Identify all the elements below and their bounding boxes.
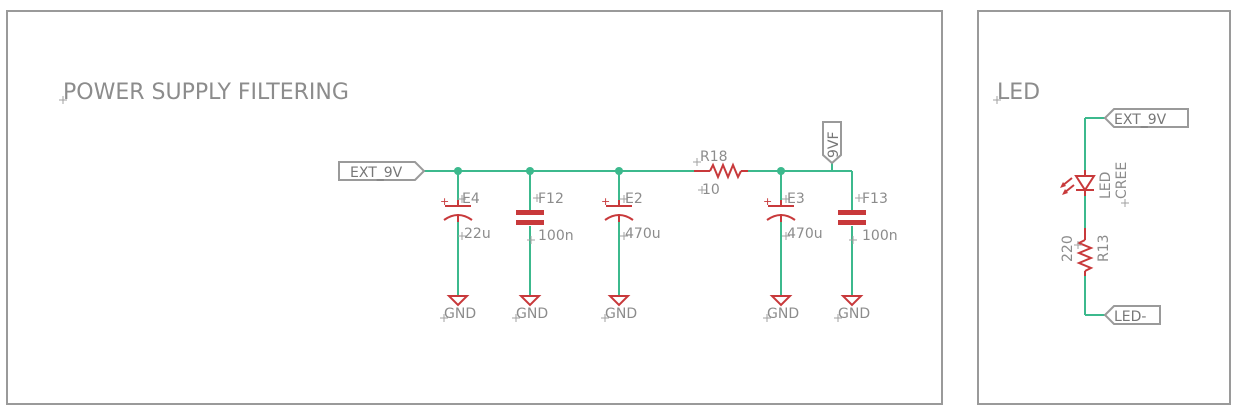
e4-value: 22u (464, 226, 491, 242)
e3-value: 470u (787, 226, 823, 242)
led-sheet-frame (977, 10, 1231, 405)
junction-dot (526, 167, 534, 175)
gnd-label: GND (605, 306, 637, 322)
f13-name: F13 (862, 191, 888, 207)
ext-9v-label: EXT_9V (350, 165, 403, 181)
9vf-net-flag[interactable]: 9VF (822, 121, 842, 165)
f13-value: 100n (862, 228, 898, 244)
led-name: LED (1098, 172, 1114, 199)
ground-icon: GND (834, 295, 870, 322)
led-minus-label: LED- (1114, 309, 1146, 325)
polarity-mark: + (601, 195, 610, 208)
r18-value: 10 (702, 182, 720, 198)
e2-name: E2 (625, 191, 643, 207)
r18-name: R18 (700, 149, 728, 165)
ground-icon: GND (440, 295, 476, 322)
capacitor-e3[interactable]: + E3 470u (763, 191, 823, 242)
power-sheet-title: POWER SUPPLY FILTERING (63, 80, 349, 105)
f12-name: F12 (538, 191, 564, 207)
polarity-mark: + (440, 195, 449, 208)
ext-9v-led-label: EXT_9V (1114, 112, 1167, 128)
gnd-label: GND (838, 306, 870, 322)
f12-value: 100n (538, 228, 574, 244)
ground-icon: GND (601, 295, 637, 322)
junction-dot (615, 167, 623, 175)
resistor-r18[interactable]: R18 10 (693, 149, 748, 198)
light-rays-icon (1060, 177, 1075, 195)
ground-icon: GND (763, 295, 799, 322)
gnd-label: GND (767, 306, 799, 322)
junction-dot (777, 167, 785, 175)
ground-icon: GND (512, 295, 548, 322)
gnd-label: GND (444, 306, 476, 322)
led-value: CREE (1114, 162, 1130, 199)
r13-name: R13 (1096, 234, 1112, 262)
gnd-label: GND (516, 306, 548, 322)
9vf-label: 9VF (826, 131, 842, 158)
capacitor-f13[interactable]: F13 100n (838, 191, 898, 244)
e2-value: 470u (625, 226, 661, 242)
e4-name: E4 (462, 191, 480, 207)
led-minus-net-flag[interactable]: LED- (1103, 305, 1161, 325)
resistor-r13[interactable]: 220 R13 (1060, 228, 1112, 276)
capacitor-e2[interactable]: + E2 470u (601, 191, 661, 242)
r13-value: 220 (1060, 235, 1076, 262)
led-wires (1084, 117, 1105, 316)
power-sheet-frame (6, 10, 943, 405)
polarity-mark: + (763, 195, 772, 208)
led-diode[interactable]: LED CREE (1060, 162, 1130, 207)
capacitor-drop-wires (457, 171, 853, 296)
ext-9v-led-net-flag[interactable]: EXT_9V (1103, 108, 1189, 128)
ext-9v-net-flag[interactable]: EXT_9V (338, 161, 426, 181)
junction-dot (454, 167, 462, 175)
led-sheet-title: LED (997, 80, 1040, 105)
capacitor-f12[interactable]: F12 100n (516, 191, 574, 244)
ext-9v-rail (424, 163, 852, 172)
capacitor-e4[interactable]: + E4 22u (440, 191, 491, 242)
e3-name: E3 (787, 191, 805, 207)
